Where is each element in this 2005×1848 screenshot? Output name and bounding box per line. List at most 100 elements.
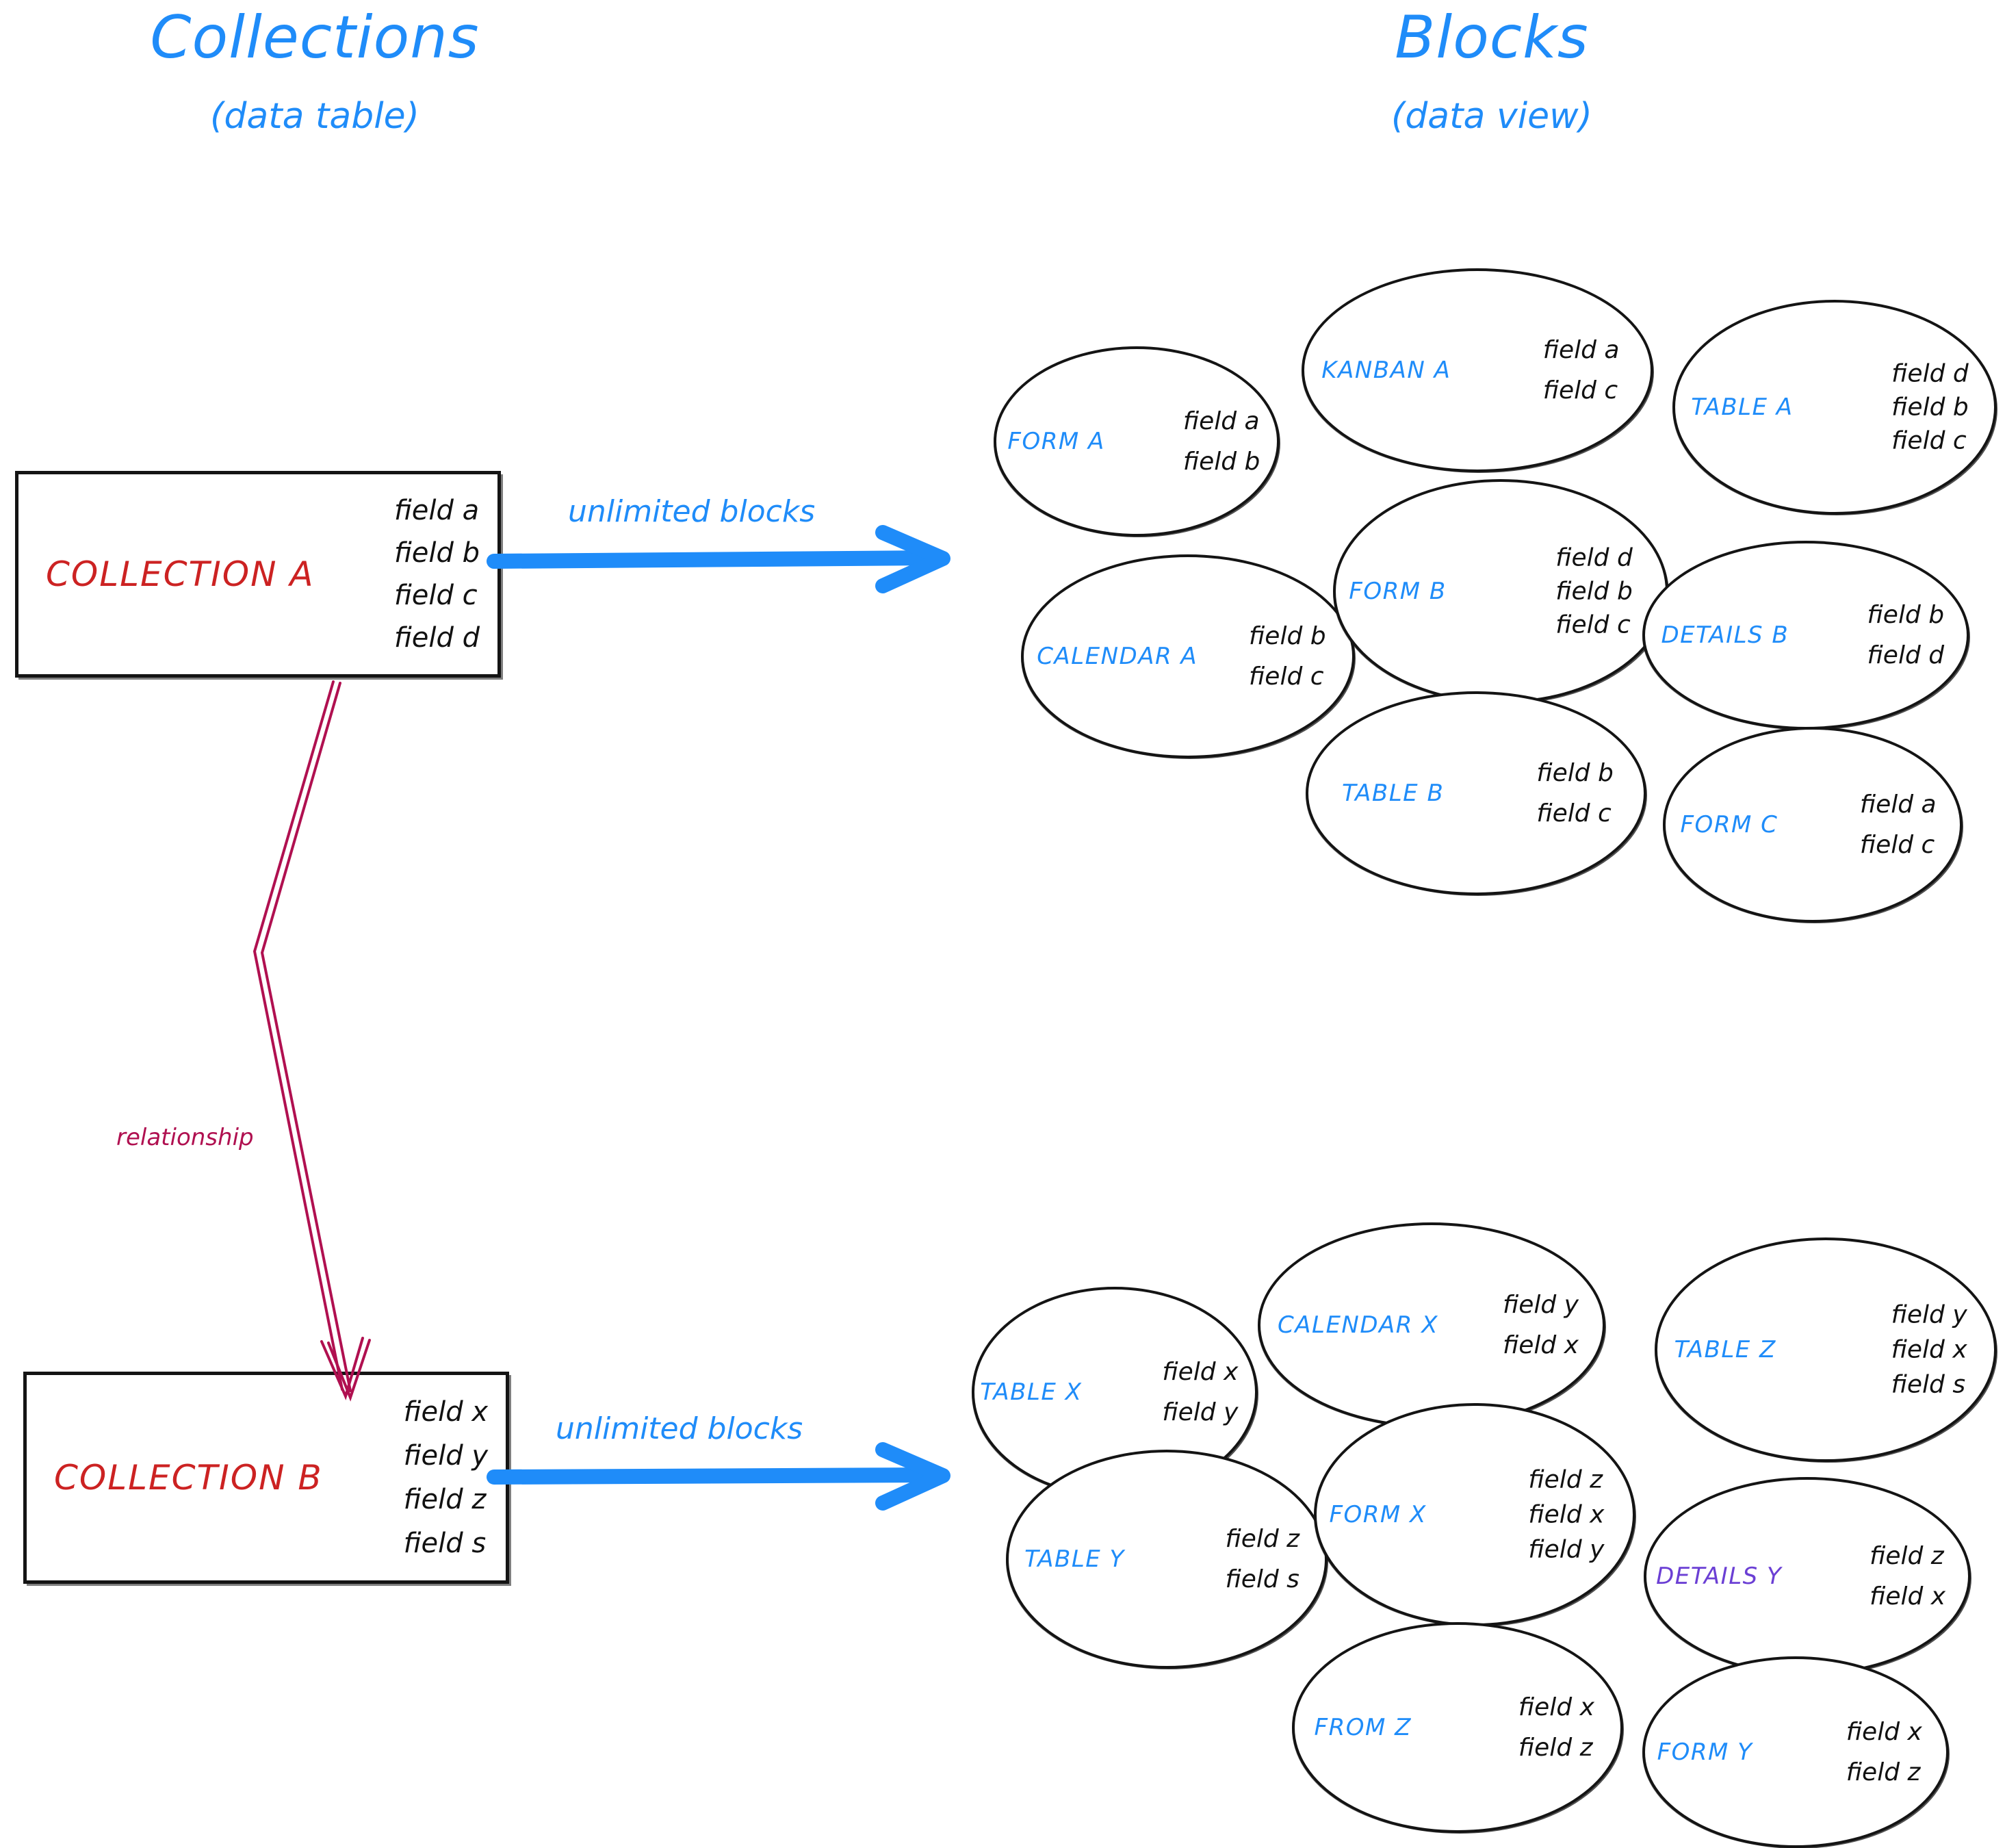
field-item: field y (1891, 1300, 1967, 1329)
block-ellipse-kanban-a[interactable]: KANBAN A field a field c (1302, 268, 1653, 472)
collection-a-field-3: field d (393, 622, 480, 654)
block-fields-form-a: field a field b (1183, 407, 1260, 476)
block-fields-table-a: field d field b field c (1891, 360, 1969, 455)
collection-a-field-2: field c (393, 580, 478, 611)
block-fields-table-b: field b field c (1536, 759, 1614, 827)
block-label-form-a: FORM A (1007, 428, 1105, 455)
block-fields-table-y: field z field s (1225, 1525, 1299, 1593)
collection-b-name: COLLECTION B (54, 1458, 323, 1498)
block-ellipse-table-b[interactable]: TABLE B field b field c (1306, 691, 1646, 895)
collection-a-field-0: field a (393, 495, 480, 526)
field-item: field a (1182, 407, 1260, 435)
blocks-title: Blocks (1395, 3, 1589, 72)
block-label-kanban-a: KANBAN A (1321, 357, 1451, 384)
field-item: field y (1162, 1398, 1239, 1426)
field-item: field b (1182, 448, 1260, 476)
block-label-from-z: FROM Z (1314, 1714, 1412, 1741)
field-item: field z (1870, 1542, 1944, 1570)
block-ellipse-details-b[interactable]: DETAILS B field b field d (1642, 541, 1969, 730)
block-fields-from-z: field x field z (1518, 1693, 1594, 1762)
field-item: field b (1249, 622, 1326, 650)
field-item: field b (1867, 601, 1945, 629)
field-item: field z (1518, 1734, 1593, 1762)
field-item: field z (1846, 1758, 1921, 1786)
collection-b-fields: field x field y field z field s (404, 1390, 488, 1565)
block-label-form-c: FORM C (1680, 811, 1778, 838)
field-item: field b (1536, 759, 1614, 787)
block-ellipse-form-y[interactable]: FORM Y field x field z (1642, 1656, 1949, 1848)
block-fields-details-b: field b field d (1867, 601, 1945, 669)
block-label-table-y: TABLE Y (1024, 1545, 1125, 1573)
field-item: field d (1867, 641, 1945, 669)
collection-b-field-0: field x (403, 1396, 488, 1428)
collection-a-field-1: field b (393, 537, 480, 569)
field-item: field s (1891, 1370, 1966, 1399)
field-item: field d (1891, 359, 1969, 388)
collection-a-fields: field a field b field c field d (394, 489, 480, 659)
block-label-table-z: TABLE Z (1674, 1336, 1776, 1363)
relationship-connector (253, 680, 371, 1402)
collection-b-box[interactable]: COLLECTION B field x field y field z fie… (23, 1372, 509, 1584)
arrow-label-unlimited-blocks-b: unlimited blocks (556, 1411, 803, 1446)
block-fields-calendar-x: field y field x (1503, 1291, 1579, 1359)
field-item: field y (1528, 1535, 1605, 1564)
block-label-calendar-x: CALENDAR X (1278, 1311, 1439, 1339)
relationship-label: relationship (116, 1124, 254, 1151)
block-ellipse-table-a[interactable]: TABLE A field d field b field c (1672, 300, 1997, 515)
block-fields-calendar-a: field b field c (1249, 622, 1326, 691)
unlimited-blocks-arrow-b (487, 1442, 950, 1511)
field-item: field x (1518, 1693, 1594, 1721)
block-fields-details-y: field z field x (1870, 1542, 1945, 1610)
block-label-details-b: DETAILS B (1661, 621, 1789, 649)
collections-subtitle: (data table) (210, 96, 419, 137)
field-item: field c (1891, 426, 1967, 455)
field-item: field x (1162, 1358, 1239, 1386)
block-label-form-y: FORM Y (1657, 1738, 1753, 1766)
unlimited-blocks-arrow-a (487, 525, 950, 593)
block-fields-table-z: field y field x field s (1891, 1301, 1967, 1399)
block-ellipse-form-x[interactable]: FORM X field z field x field y (1314, 1403, 1635, 1626)
collection-b-field-1: field y (403, 1440, 488, 1472)
blocks-subtitle: (data view) (1391, 96, 1592, 137)
field-item: field c (1555, 611, 1631, 639)
block-label-table-b: TABLE B (1342, 780, 1445, 807)
field-item: field c (1859, 831, 1935, 859)
collection-b-field-2: field z (403, 1484, 487, 1515)
block-fields-form-y: field x field z (1846, 1718, 1922, 1786)
field-item: field b (1555, 577, 1633, 606)
field-item: field c (1249, 663, 1324, 691)
block-label-table-x: TABLE X (980, 1378, 1083, 1406)
block-label-calendar-a: CALENDAR A (1037, 643, 1198, 670)
field-item: field z (1528, 1465, 1603, 1494)
block-ellipse-form-a[interactable]: FORM A field a field b (994, 346, 1280, 537)
block-fields-kanban-a: field a field c (1543, 336, 1620, 405)
collections-title: Collections (150, 3, 480, 72)
block-ellipse-table-z[interactable]: TABLE Z field y field x field s (1655, 1237, 1997, 1462)
collection-b-field-3: field s (403, 1528, 487, 1559)
field-item: field a (1859, 791, 1937, 819)
collection-a-box[interactable]: COLLECTION A field a field b field c fie… (15, 471, 501, 678)
block-ellipse-from-z[interactable]: FROM Z field x field z (1292, 1622, 1623, 1833)
arrow-label-unlimited-blocks-a: unlimited blocks (568, 494, 816, 529)
block-label-details-y: DETAILS Y (1656, 1563, 1783, 1590)
field-item: field a (1542, 336, 1620, 364)
field-item: field x (1870, 1582, 1946, 1610)
block-label-form-x: FORM X (1329, 1501, 1427, 1528)
block-fields-form-x: field z field x field y (1528, 1466, 1604, 1564)
block-ellipse-calendar-x[interactable]: CALENDAR X field y field x (1258, 1222, 1605, 1428)
field-item: field c (1536, 799, 1612, 827)
block-ellipse-calendar-a[interactable]: CALENDAR A field b field c (1021, 554, 1355, 758)
block-ellipse-form-c[interactable]: FORM C field a field c (1663, 727, 1963, 923)
field-item: field x (1502, 1331, 1579, 1359)
field-item: field x (1528, 1500, 1605, 1529)
block-fields-form-b: field d field b field c (1555, 544, 1633, 639)
block-fields-form-c: field a field c (1860, 791, 1937, 859)
block-ellipse-form-b[interactable]: FORM B field d field b field c (1333, 479, 1668, 704)
block-ellipse-details-y[interactable]: DETAILS Y field z field x (1644, 1477, 1971, 1676)
field-item: field y (1502, 1291, 1579, 1319)
collection-a-name: COLLECTION A (46, 554, 315, 594)
block-ellipse-table-y[interactable]: TABLE Y field z field s (1006, 1450, 1328, 1669)
field-item: field x (1846, 1718, 1922, 1746)
field-item: field x (1891, 1335, 1967, 1364)
field-item: field z (1225, 1525, 1300, 1553)
